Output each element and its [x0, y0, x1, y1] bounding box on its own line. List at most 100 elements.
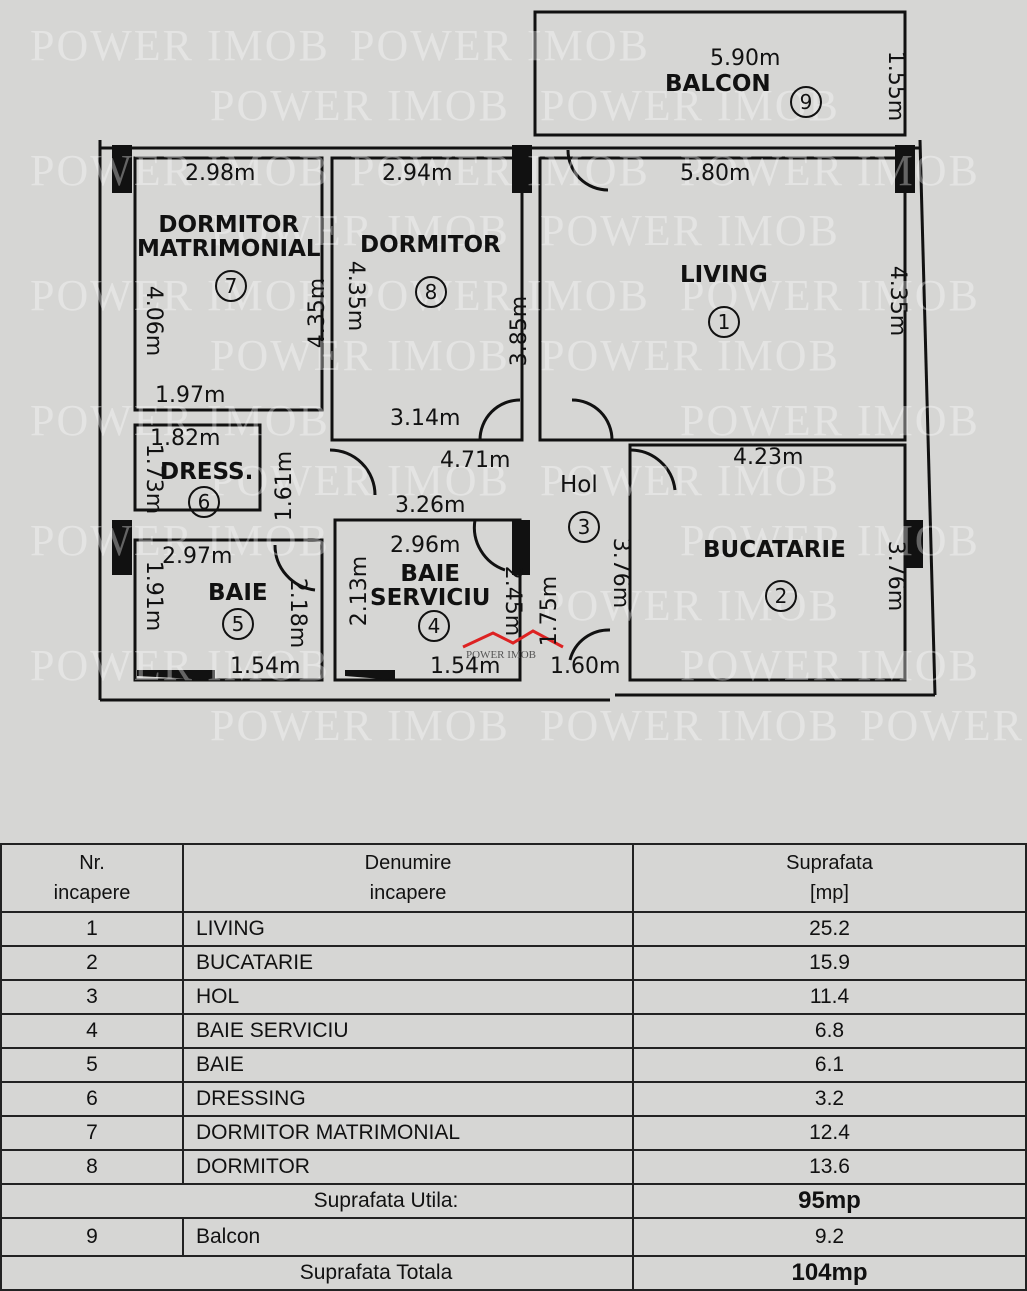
room-label: DRESS. — [160, 459, 254, 485]
room-label: Hol — [560, 472, 598, 498]
dimension-label: 3.76m — [608, 537, 634, 609]
room-outline-living — [538, 156, 907, 442]
dimension-label: 1.54m — [230, 654, 301, 679]
room-area-table: Nr. incapere Denumire incapere Suprafata… — [0, 843, 1027, 1291]
room-number-badge: 9 — [790, 86, 822, 118]
dimension-label: 1.97m — [155, 383, 226, 408]
dimension-label: 3.76m — [883, 540, 909, 612]
dimension-label: 4.35m — [885, 265, 911, 337]
total-area-value: 104mp — [632, 1255, 1027, 1291]
dimension-label: 3.85m — [507, 295, 533, 367]
row-area: 13.6 — [632, 1149, 1027, 1185]
row-name: BUCATARIE — [182, 945, 634, 981]
row-name: BAIE SERVICIU — [182, 1013, 634, 1049]
row-name: DORMITOR MATRIMONIAL — [182, 1115, 634, 1151]
row-nr: 9 — [0, 1217, 184, 1257]
row-area: 6.8 — [632, 1013, 1027, 1049]
row-area: 15.9 — [632, 945, 1027, 981]
row-name: HOL — [182, 979, 634, 1015]
row-area: 11.4 — [632, 979, 1027, 1015]
dimension-label: 1.75m — [537, 575, 563, 647]
dimension-label: 2.18m — [285, 577, 311, 649]
row-name: BAIE — [182, 1047, 634, 1083]
dimension-label: 3.26m — [395, 493, 466, 518]
dimension-label: 2.97m — [162, 544, 233, 569]
room-outline-baie-serviciu — [333, 518, 522, 682]
header-name: Denumire incapere — [182, 843, 634, 913]
room-number-badge: 8 — [415, 276, 447, 308]
dimension-label: 2.98m — [185, 161, 256, 186]
room-label: BUCATARIE — [703, 537, 846, 563]
useful-area-row: Suprafata Utila: 95mp — [0, 1183, 1027, 1219]
dimension-label: 1.91m — [141, 560, 167, 632]
header-nr: Nr. incapere — [0, 843, 184, 913]
row-nr: 8 — [0, 1149, 184, 1185]
useful-area-value: 95mp — [632, 1183, 1027, 1219]
dimension-label: 2.96m — [390, 533, 461, 558]
total-area-label: Suprafata Totala — [0, 1255, 634, 1291]
row-name: DRESSING — [182, 1081, 634, 1117]
row-name: DORMITOR — [182, 1149, 634, 1185]
room-outline-dormitor-matrimonial — [133, 156, 324, 412]
dimension-label: 4.23m — [733, 445, 804, 470]
table-header-row: Nr. incapere Denumire incapere Suprafata… — [0, 843, 1027, 913]
dimension-label: 1.73m — [141, 443, 167, 515]
row-nr: 3 — [0, 979, 184, 1015]
table-row: 9 Balcon 9.2 — [0, 1217, 1027, 1257]
row-nr: 5 — [0, 1047, 184, 1083]
dimension-label: 4.71m — [440, 448, 511, 473]
dimension-label: 3.14m — [390, 406, 461, 431]
dimension-label: 5.80m — [680, 161, 751, 186]
room-outline-dormitor — [330, 156, 524, 442]
dimension-label: 4.06m — [141, 285, 167, 357]
dimension-label: 1.61m — [272, 450, 298, 522]
total-area-row: Suprafata Totala 104mp — [0, 1255, 1027, 1291]
row-nr: 7 — [0, 1115, 184, 1151]
row-nr: 6 — [0, 1081, 184, 1117]
room-label: BAIE SERVICIU — [370, 561, 491, 612]
dimension-label: 1.55m — [883, 50, 909, 122]
dimension-label: 4.35m — [305, 277, 331, 349]
dimension-label: 1.82m — [150, 426, 221, 451]
room-label: LIVING — [680, 262, 768, 288]
row-nr: 1 — [0, 911, 184, 947]
balcony-outline — [533, 10, 907, 137]
floor-plan-walls — [98, 10, 937, 702]
power-imob-logo: POWER IMOB — [458, 625, 568, 665]
room-number-badge: 1 — [708, 306, 740, 338]
dimension-label: 2.94m — [382, 161, 453, 186]
dimension-label: 1.54m — [430, 654, 501, 679]
room-number-badge: 4 — [418, 610, 450, 642]
row-name: Balcon — [182, 1217, 634, 1257]
room-label: DORMITOR — [360, 232, 501, 258]
room-label: BAIE — [208, 580, 268, 606]
room-outline-baie — [133, 538, 324, 682]
room-label: DORMITOR MATRIMONIAL — [137, 212, 321, 263]
dimension-label: 1.60m — [550, 654, 621, 679]
dimension-label: 4.35m — [343, 260, 369, 332]
room-label: BALCON — [665, 71, 771, 97]
row-area: 6.1 — [632, 1047, 1027, 1083]
useful-area-label: Suprafata Utila: — [0, 1183, 634, 1219]
row-nr: 4 — [0, 1013, 184, 1049]
row-area: 9.2 — [632, 1217, 1027, 1257]
row-nr: 2 — [0, 945, 184, 981]
dimension-label: 2.45m — [500, 565, 526, 637]
dimension-label: 5.90m — [710, 46, 781, 71]
header-area: Suprafata [mp] — [632, 843, 1027, 913]
row-area: 3.2 — [632, 1081, 1027, 1117]
row-area: 25.2 — [632, 911, 1027, 947]
row-name: LIVING — [182, 911, 634, 947]
room-number-badge: 7 — [215, 270, 247, 302]
room-number-badge: 6 — [188, 486, 220, 518]
dimension-label: 2.13m — [347, 555, 373, 627]
